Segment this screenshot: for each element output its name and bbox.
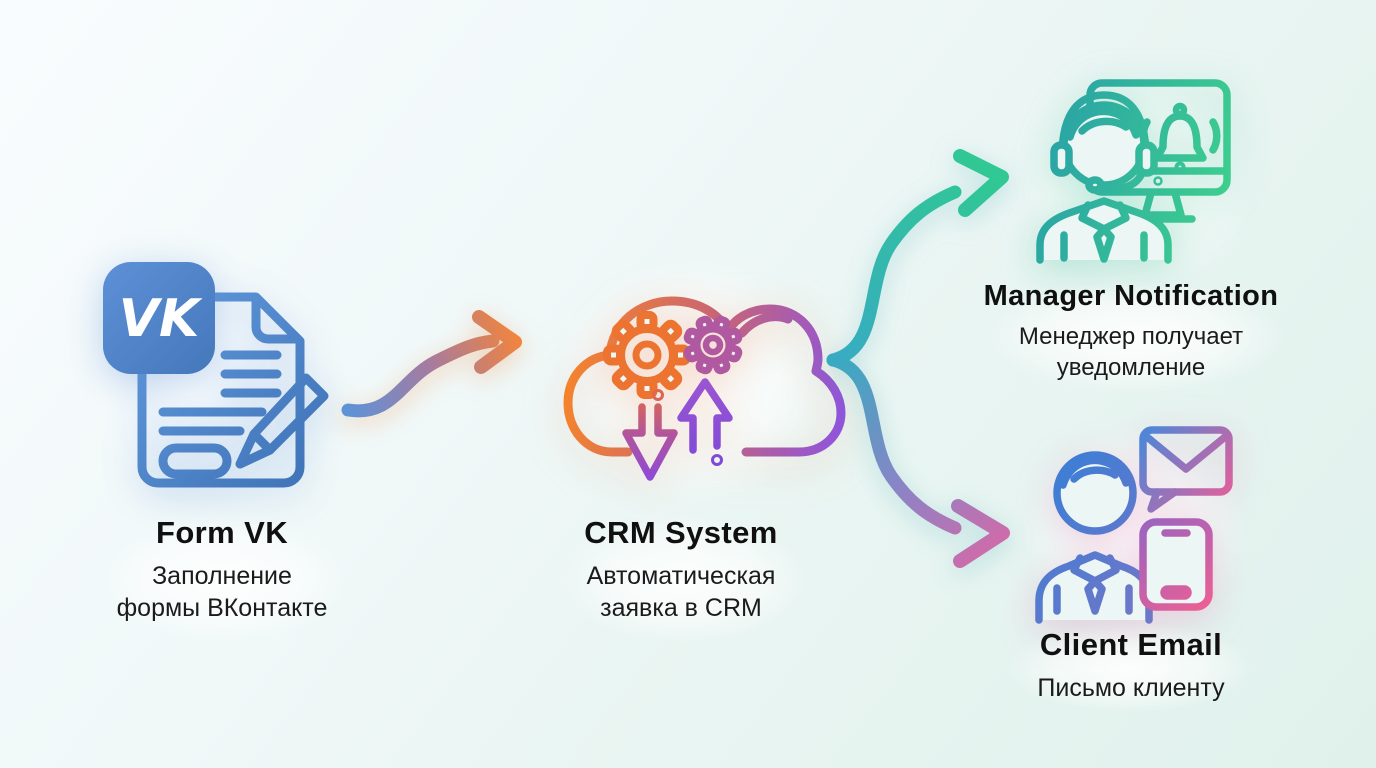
manager-person-icon: [1036, 91, 1172, 264]
arrow-form-to-crm: [341, 310, 522, 418]
gear-large-icon: [603, 311, 691, 399]
smartphone-icon: [1139, 518, 1213, 611]
arrow-crm-to-client: [826, 353, 1010, 568]
client-person-icon: [1035, 451, 1153, 624]
gear-small-icon: [683, 315, 743, 375]
arrowhead-down-right-icon: [951, 499, 1010, 568]
label-form-vk: Form VK Заполнение формы ВКонтакте: [62, 515, 382, 624]
headset-icon: [1050, 91, 1158, 194]
arrow-crm-to-manager: [826, 149, 1009, 367]
download-arrow-icon: [622, 389, 678, 481]
upload-arrow-icon: [677, 378, 733, 466]
node-title-form-vk: Form VK: [156, 515, 288, 550]
vk-badge-text: VK: [119, 289, 203, 349]
cloud-gears-sync-icon: [563, 296, 846, 481]
arrowhead-up-right-icon: [953, 149, 1009, 217]
node-title-manager-notification: Manager Notification: [983, 280, 1279, 312]
node-subtitle-crm-system: Автоматическая заявка в CRM: [586, 562, 776, 622]
arrow-fork: [826, 149, 1010, 568]
vk-document-pencil-icon: VK: [103, 262, 329, 488]
vk-badge: VK: [103, 262, 215, 374]
cloud-icon: [563, 296, 846, 457]
person-envelope-phone-icon: [1035, 426, 1233, 624]
node-title-crm-system: CRM System: [584, 515, 778, 550]
node-subtitle-client-email: Письмо клиенту: [1037, 674, 1225, 702]
form-button-shape: [158, 443, 232, 479]
email-envelope-icon: [1139, 426, 1233, 513]
node-title-client-email: Client Email: [1039, 627, 1223, 662]
node-subtitle-manager-notification: Менеджер получает уведомление: [1018, 323, 1244, 381]
node-subtitle-form-vk: Заполнение формы ВКонтакте: [116, 562, 328, 622]
label-client-email: Client Email Письмо клиенту: [971, 627, 1291, 704]
support-agent-monitor-bell-icon: [1036, 79, 1231, 264]
label-manager-notification: Manager Notification Менеджер получает у…: [941, 280, 1321, 383]
arrowhead-right-icon: [472, 310, 522, 374]
pencil-icon: [235, 373, 329, 469]
label-crm-system: CRM System Автоматическая заявка в CRM: [521, 515, 841, 624]
